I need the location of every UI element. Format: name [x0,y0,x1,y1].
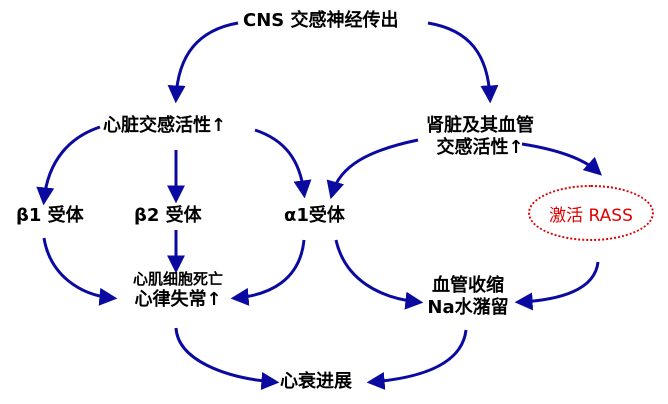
node-cns-sympathetic-output: CNS 交感神经传出 [243,10,399,31]
node-arrhythmia: 心律失常↑ [134,289,222,310]
node-renal-sympathetic-activity: 肾脏及其血管 交感活性↑ [418,115,542,159]
node-sodium-water-retention: Na水潴留 [427,297,509,318]
node-renal-line1: 肾脏及其血管 [426,115,534,136]
arrow-beta1-to-arrhythmia [42,237,118,306]
node-alpha1-receptor: α1受体 [284,205,345,226]
node-renal-line2: 交感活性↑ [436,137,524,158]
node-myocyte-death: 心肌细胞死亡 [132,270,223,288]
arrow-cns-to-heart [167,21,239,104]
node-myocardial-outcomes: 心肌细胞死亡 心律失常↑ [108,270,248,311]
arrow-heart-to-beta1 [36,125,101,206]
arrow-rass-to-vaso [514,261,600,311]
node-heart-failure-progression: 心衰进展 [280,371,352,392]
node-rass-activation: 激活 RASS [528,185,654,241]
arrow-heart-to-alpha1 [254,128,312,199]
arrow-alpha1-to-arrhythmia [230,239,306,306]
node-beta2-receptor: β2 受体 [134,205,202,226]
arrow-vaso-to-hf [366,329,468,390]
arrow-kidney-to-rass [521,142,602,176]
node-beta1-receptor: β1 受体 [16,205,84,226]
arrow-alpha1-to-vaso [334,239,424,310]
arrow-arrhythmia-to-hf [174,327,280,390]
arrow-cns-to-kidney [427,21,499,104]
node-vasoconstriction: 血管收缩 [432,275,504,296]
arrow-kidney-to-alpha1 [326,138,419,200]
node-cardiac-sympathetic-activity: 心脏交感活性↑ [103,115,227,136]
node-vascular-outcomes: 血管收缩 Na水潴留 [418,275,518,319]
